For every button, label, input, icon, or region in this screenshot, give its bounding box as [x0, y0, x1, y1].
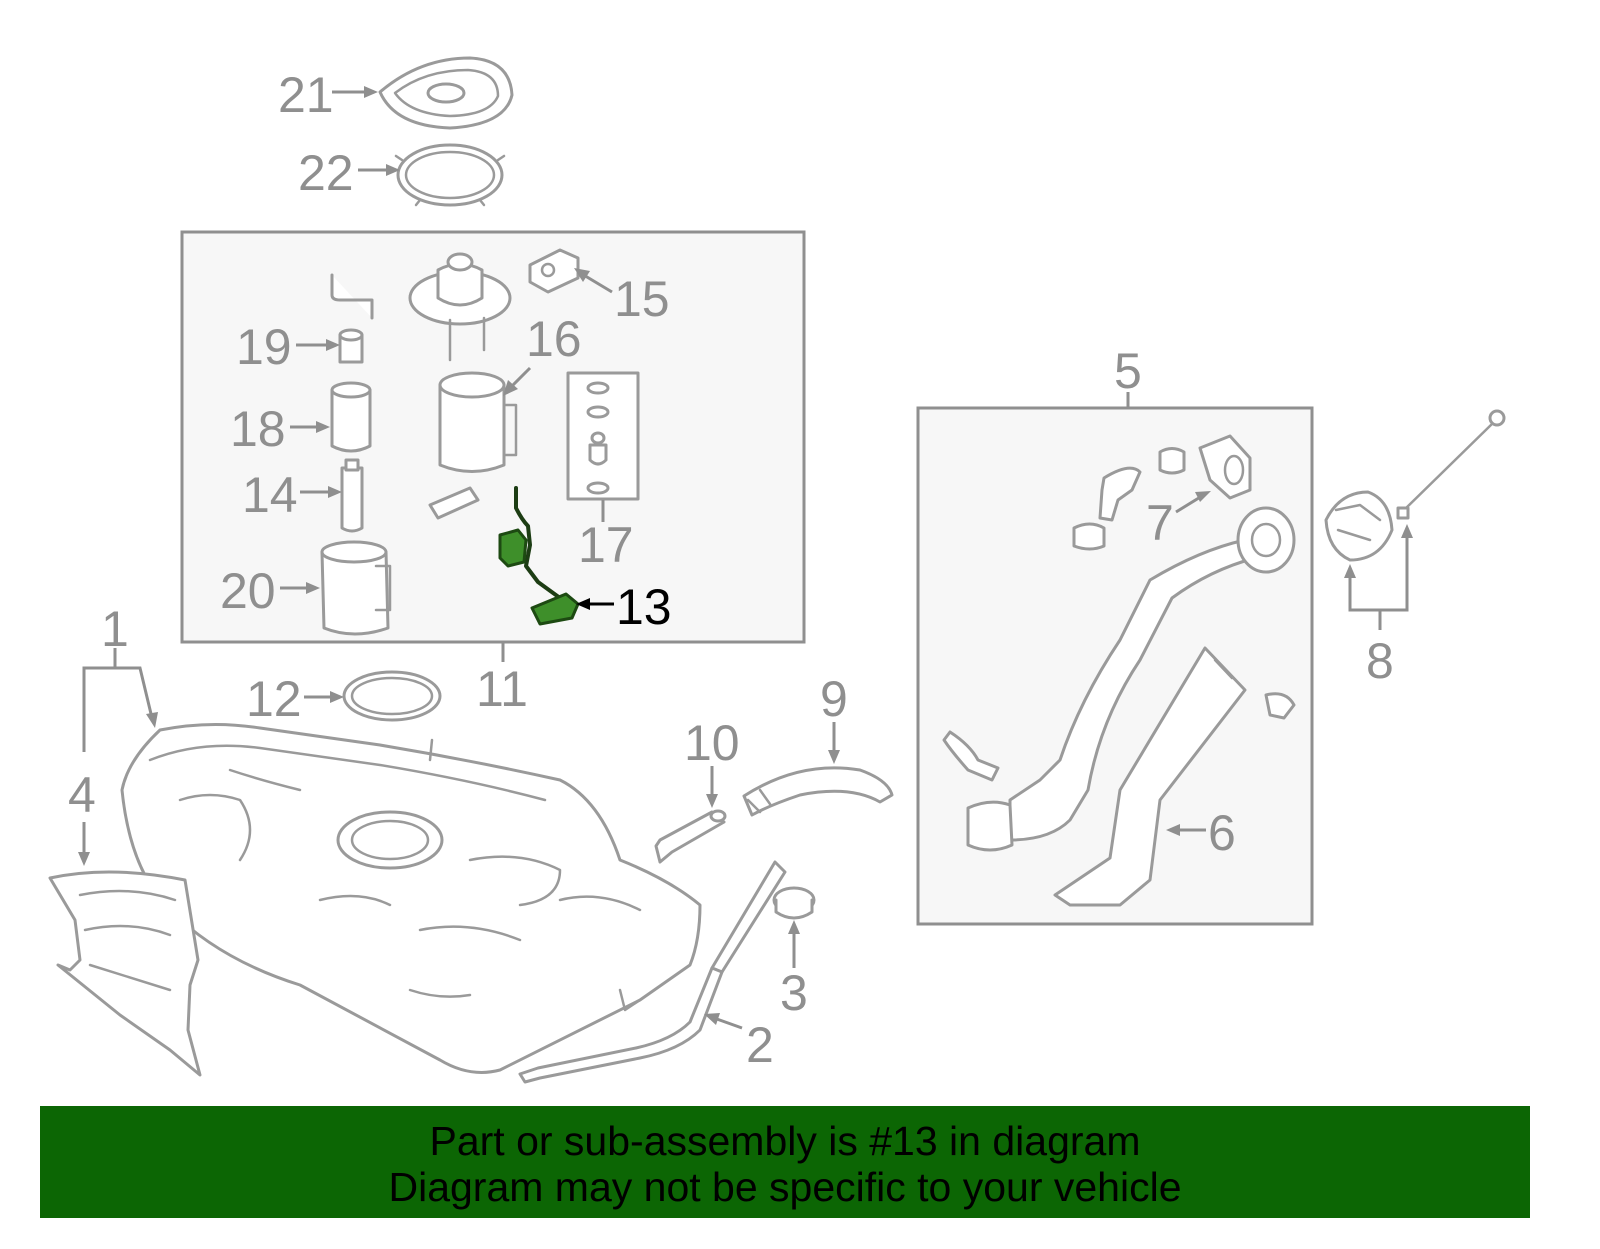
- callout-9: 9: [820, 671, 848, 727]
- part-5-filler-neck[interactable]: [942, 506, 1296, 852]
- part-8-fuel-cap[interactable]: [1324, 409, 1506, 562]
- callout-14: 14: [242, 467, 298, 523]
- callout-21: 21: [278, 67, 334, 123]
- callout-19: 19: [236, 319, 292, 375]
- part-13-fuel-sender-highlighted[interactable]: [498, 486, 580, 626]
- banner-line-part-number: Part or sub-assembly is #13 in diagram: [429, 1118, 1141, 1164]
- grommet: [1264, 692, 1296, 720]
- callout-12: 12: [246, 671, 302, 727]
- part-15-connector[interactable]: [528, 248, 580, 294]
- vent-elbow: [1098, 466, 1142, 522]
- callout-15: 15: [614, 271, 670, 327]
- pump-flange[interactable]: [408, 252, 512, 362]
- small-hose: [330, 273, 374, 320]
- part-20-reservoir[interactable]: [320, 540, 392, 636]
- callout-16: 16: [526, 311, 582, 367]
- callout-3: 3: [780, 965, 808, 1021]
- part-18-filter[interactable]: [330, 381, 372, 453]
- callout-5: 5: [1114, 343, 1142, 399]
- callout-18: 18: [230, 401, 286, 457]
- callout-7: 7: [1146, 495, 1174, 551]
- part-21-cover-pad[interactable]: [378, 56, 514, 130]
- part-6-protector[interactable]: [1053, 646, 1247, 907]
- part-1-fuel-tank[interactable]: [120, 722, 702, 1074]
- banner-line-disclaimer: Diagram may not be specific to your vehi…: [388, 1164, 1182, 1210]
- callout-20: 20: [220, 563, 276, 619]
- callout-8: 8: [1366, 633, 1394, 689]
- part-17-valve-kit[interactable]: [586, 381, 610, 495]
- part-10-vent-tube[interactable]: [654, 809, 727, 864]
- part-14-pump-motor[interactable]: [340, 458, 364, 533]
- callout-22: 22: [298, 145, 354, 201]
- callout-17: 17: [578, 517, 634, 573]
- part-19-regulator[interactable]: [338, 328, 364, 364]
- callout-10: 10: [684, 715, 740, 771]
- part-4-heat-shield[interactable]: [48, 870, 202, 1077]
- callout-13: 13: [616, 579, 672, 635]
- part-2-tank-strap[interactable]: [518, 860, 787, 1084]
- callout-2: 2: [746, 1017, 774, 1073]
- clamp-2: [1072, 522, 1106, 551]
- info-banner: Part or sub-assembly is #13 in diagram D…: [40, 1106, 1530, 1218]
- part-9-hose[interactable]: [742, 766, 894, 817]
- part-3-nut[interactable]: [772, 886, 816, 920]
- callout-6: 6: [1208, 805, 1236, 861]
- callout-4: 4: [68, 767, 96, 823]
- part-16-pump-housing[interactable]: [428, 371, 518, 520]
- part-22-lock-ring[interactable]: [394, 143, 506, 207]
- callout-1: 1: [101, 601, 129, 657]
- clamp: [1158, 447, 1186, 475]
- part-7-housing[interactable]: [1198, 434, 1252, 500]
- callout-11: 11: [476, 661, 528, 717]
- part-12-gasket[interactable]: [342, 670, 442, 722]
